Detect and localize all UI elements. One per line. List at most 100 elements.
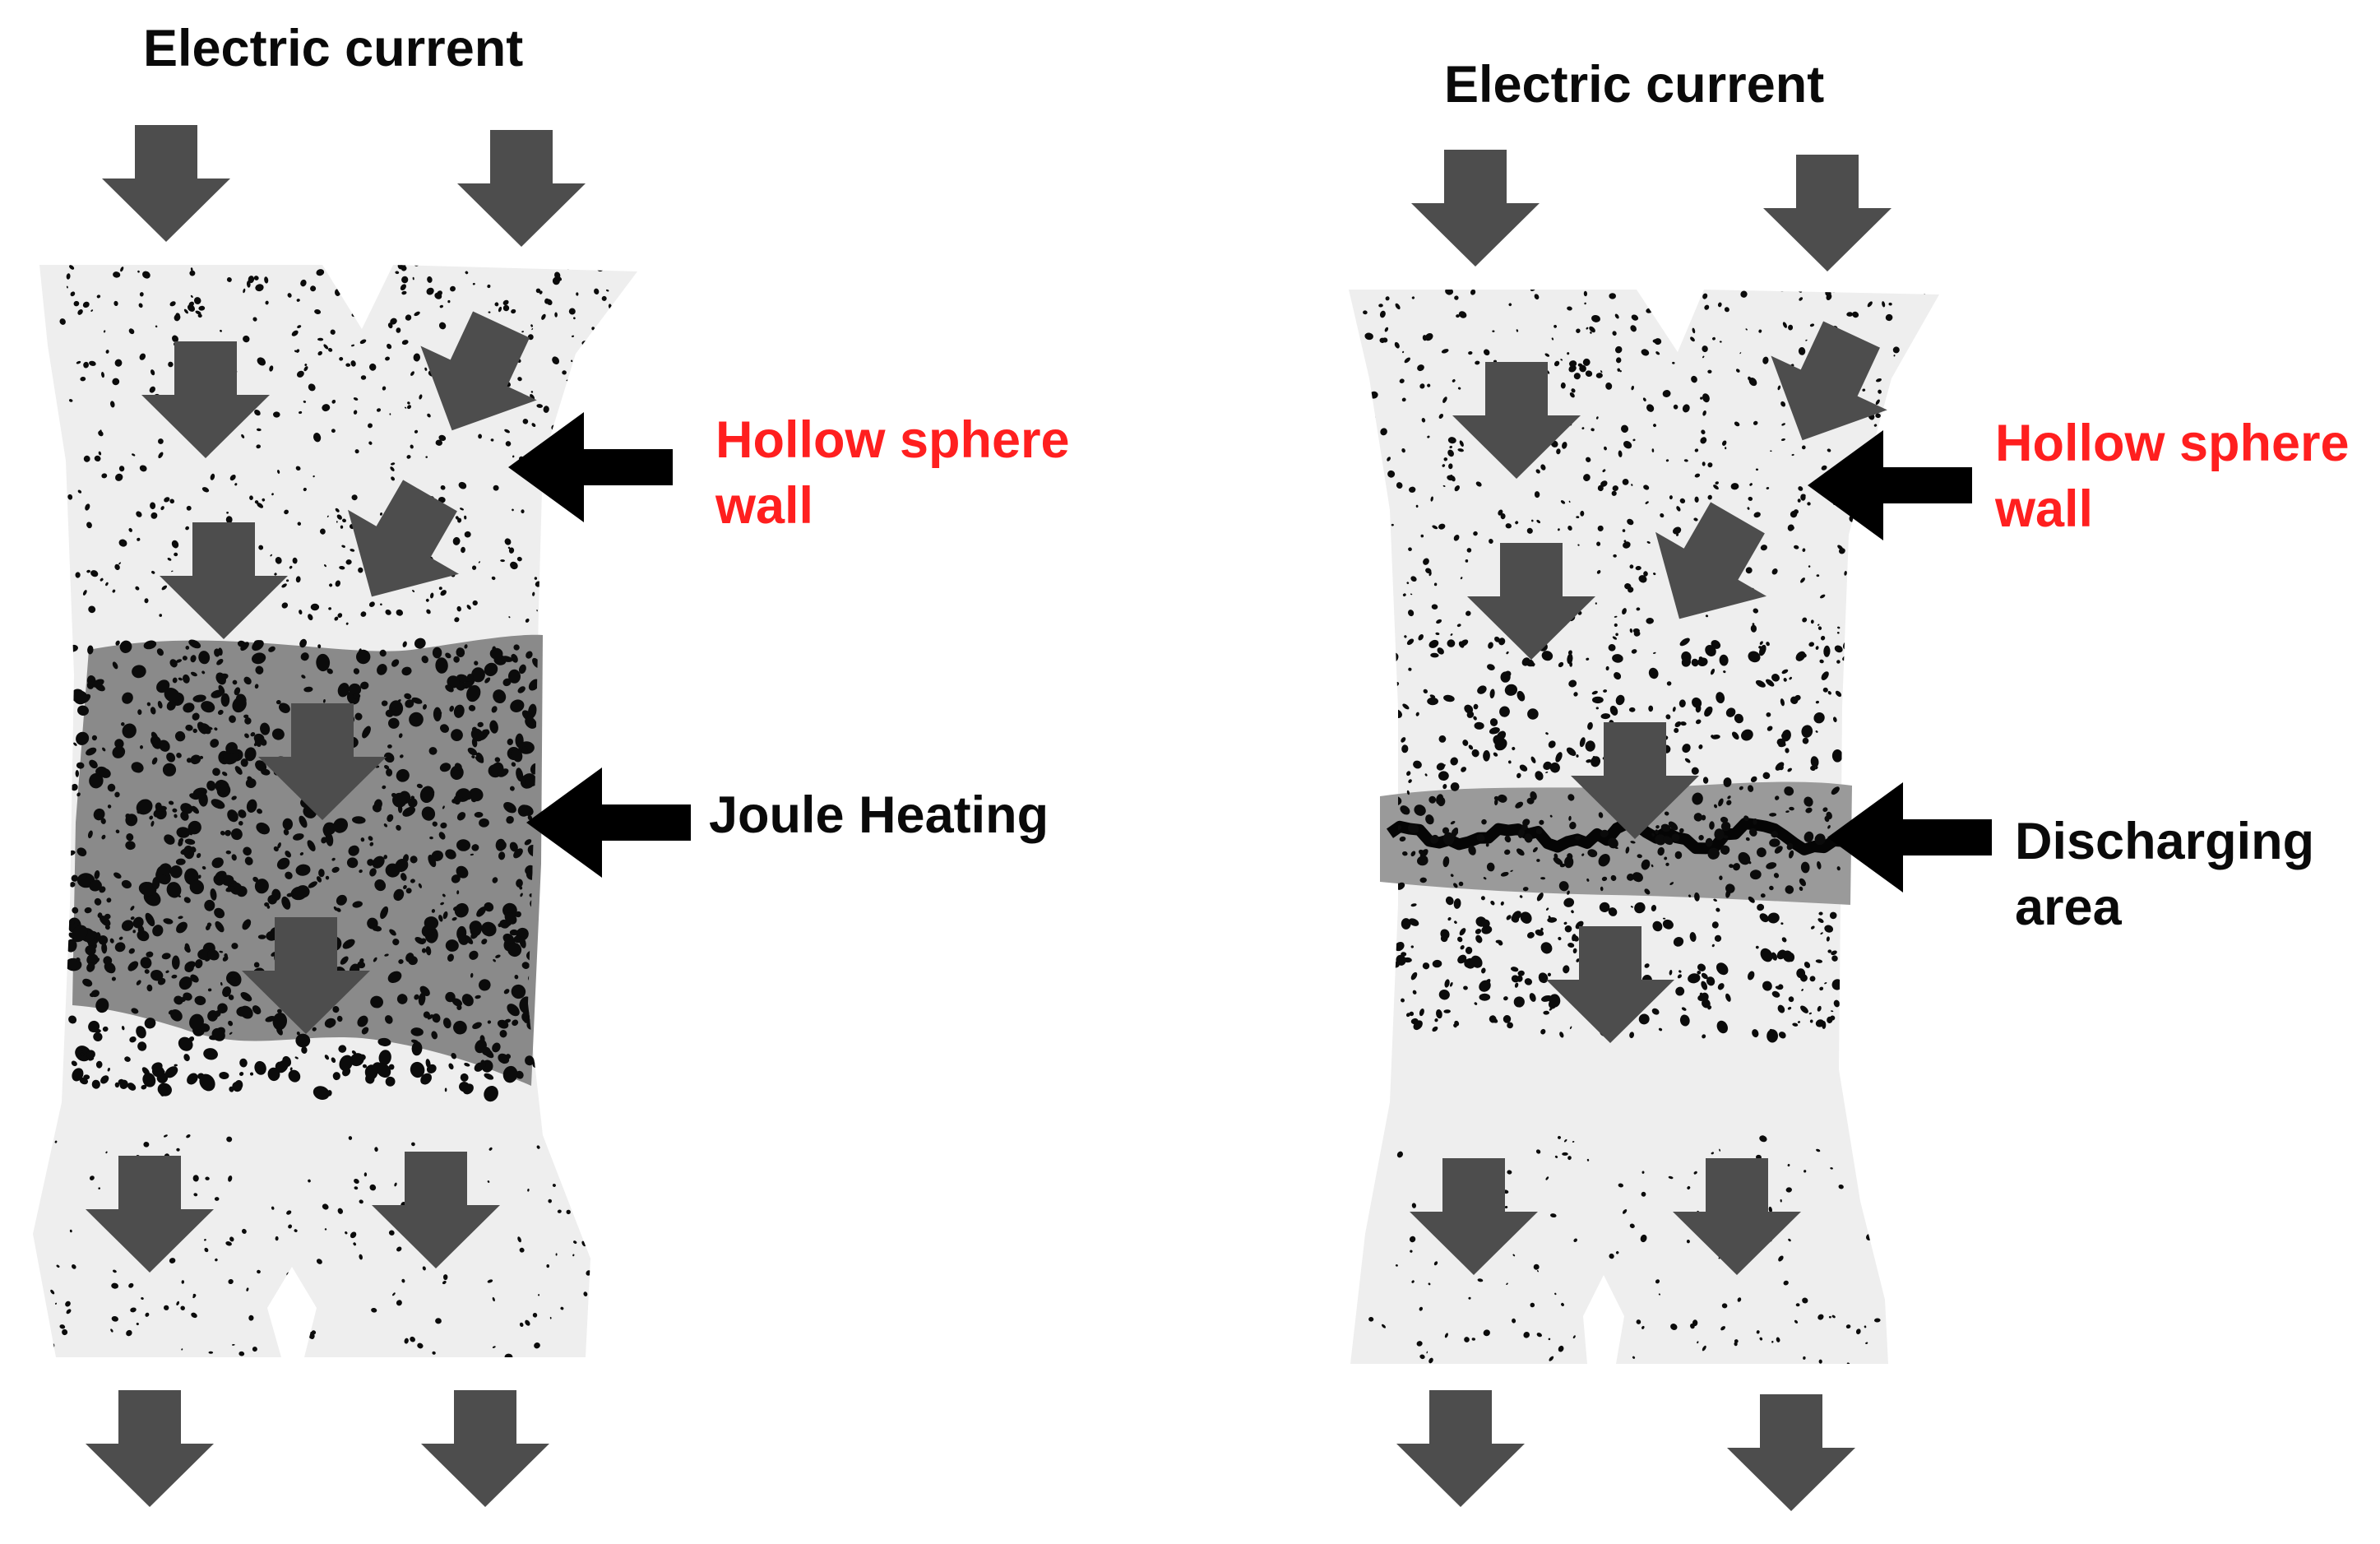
pore-dot [1693, 517, 1698, 522]
pore-dot [595, 365, 600, 369]
pore-dot [1432, 959, 1442, 968]
pore-dot [100, 577, 104, 582]
pore-dot [176, 921, 188, 934]
pore-dot [228, 1278, 234, 1285]
pore-dot [136, 980, 141, 985]
pore-dot [238, 809, 247, 818]
pore-dot [1536, 893, 1544, 902]
pore-dot [1655, 1279, 1660, 1284]
pore-dot [498, 923, 502, 928]
pore-dot [352, 901, 363, 908]
pore-dot [1447, 639, 1456, 647]
pore-dot [1428, 795, 1437, 804]
pore-dot [1500, 671, 1511, 683]
pore-dot [1714, 828, 1725, 841]
pore-dot [243, 335, 250, 343]
pore-dot [1821, 671, 1829, 680]
pore-dot [419, 938, 427, 944]
pore-dot [1781, 729, 1791, 742]
pore-dot [122, 723, 137, 739]
pore-dot [410, 1336, 415, 1342]
pore-dot [1564, 855, 1574, 869]
pore-dot [1543, 1010, 1549, 1015]
pore-dot [488, 311, 491, 313]
pore-dot [45, 610, 53, 618]
pore-dot [1545, 1176, 1549, 1180]
pore-dot [1827, 824, 1831, 829]
pore-dot [1516, 975, 1523, 982]
down-arrow-icon [420, 311, 537, 431]
pore-dot [157, 977, 166, 985]
pore-dot [410, 1027, 424, 1036]
pore-dot [1620, 424, 1629, 433]
pore-dot [1470, 290, 1476, 295]
pore-dot [582, 559, 587, 563]
pore-dot [186, 505, 192, 511]
pore-dot [1777, 1004, 1785, 1013]
pore-dot [150, 735, 162, 747]
pore-dot [1771, 952, 1777, 961]
pore-dot [1843, 907, 1850, 915]
pore-dot [1529, 993, 1536, 1002]
pore-dot [620, 607, 627, 614]
pore-dot [1386, 647, 1394, 655]
pore-dot [1440, 934, 1448, 943]
pore-dot [396, 327, 401, 333]
pore-dot [105, 350, 109, 354]
pore-dot [528, 679, 540, 691]
pore-dot [261, 768, 271, 776]
pore-dot [289, 565, 293, 569]
pore-dot [1536, 859, 1540, 862]
pore-dot [416, 783, 423, 789]
pore-dot [1567, 890, 1570, 895]
pore-dot [264, 902, 270, 907]
pore-dot [1395, 1264, 1398, 1267]
pore-dot [609, 559, 614, 564]
pore-dot [191, 846, 197, 853]
pore-dot [1814, 833, 1826, 846]
pore-dot [1657, 846, 1665, 856]
pore-dot [471, 755, 475, 758]
pore-dot [100, 1075, 109, 1084]
pore-dot [287, 293, 292, 298]
pore-dot [489, 720, 498, 734]
pore-dot [360, 375, 367, 380]
pore-dot [1876, 564, 1882, 570]
pore-dot [1892, 406, 1900, 413]
pore-dot [1614, 672, 1622, 680]
pore-dot [466, 684, 481, 702]
pore-dot [1802, 653, 1807, 658]
pore-dot [1924, 424, 1933, 432]
pore-dot [1475, 934, 1483, 944]
pore-dot [204, 1247, 209, 1253]
pore-dot [1816, 1148, 1821, 1152]
pore-dot [1707, 462, 1713, 468]
pore-dot [79, 1077, 89, 1085]
pore-dot [1748, 896, 1755, 903]
pore-dot [487, 284, 491, 289]
pore-dot [114, 791, 120, 798]
pore-dot [1361, 618, 1367, 621]
pore-dot [144, 969, 150, 974]
pore-dot [535, 1035, 548, 1047]
pore-dot [416, 639, 423, 646]
pore-dot [132, 665, 146, 679]
pore-dot [1493, 735, 1503, 746]
pore-dot [299, 410, 303, 415]
pore-dot [391, 476, 396, 481]
pore-dot [137, 709, 142, 716]
pore-dot [1823, 645, 1831, 657]
pore-speckles [33, 265, 637, 1357]
pore-dot [1401, 998, 1405, 1003]
pore-dot [1349, 327, 1354, 331]
pore-dot [411, 697, 423, 704]
pore-dot [180, 996, 186, 1003]
pore-dot [169, 659, 178, 668]
pore-dot [1668, 1175, 1674, 1180]
pore-dot [137, 1041, 147, 1051]
pore-dot [234, 1079, 243, 1092]
pore-dot [1586, 457, 1591, 462]
pore-dot [581, 1205, 586, 1212]
pore-dot [1820, 635, 1826, 641]
pore-dot [196, 853, 201, 859]
